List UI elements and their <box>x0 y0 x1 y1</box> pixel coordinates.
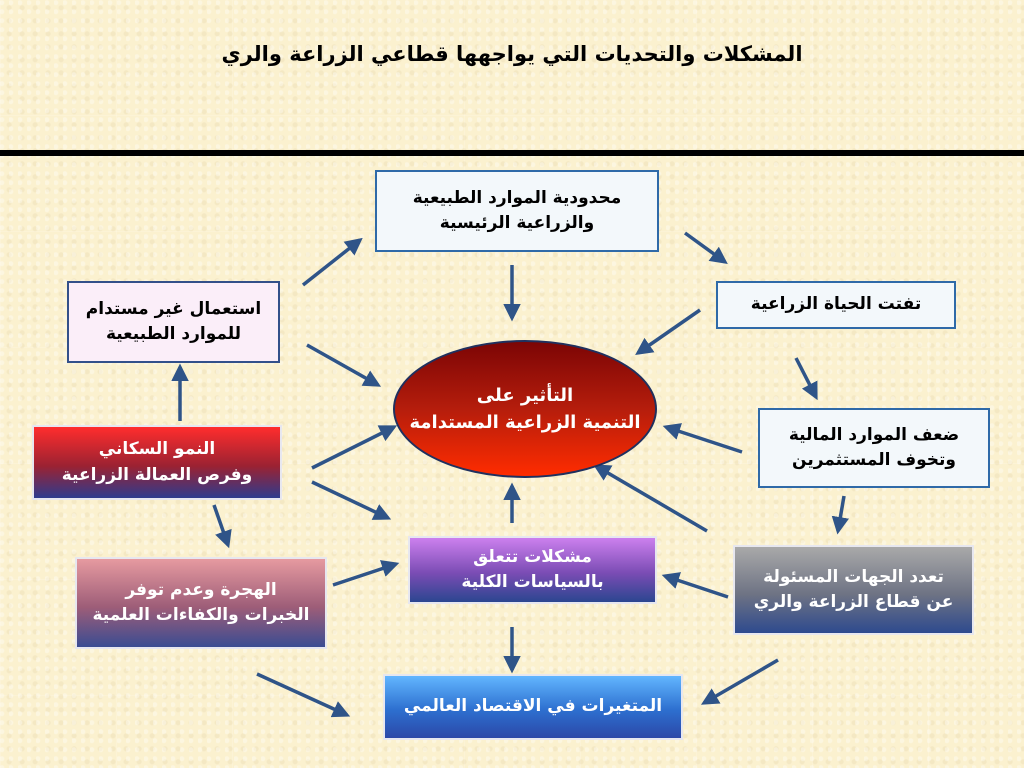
center-line: التنمية الزراعية المستدامة <box>409 412 641 433</box>
box-agri-fragmentation: تفتت الحياة الزراعية <box>716 281 956 329</box>
arrow-unsustainable-to-resources <box>301 237 363 287</box>
title-rule <box>0 150 1024 156</box>
box-line: النمو السكاني <box>98 439 216 459</box>
box-line: عن قطاع الزراعة والري <box>753 592 954 612</box>
box-multiple-authorities: تعدد الجهات المسئولة عن قطاع الزراعة وال… <box>733 545 974 635</box>
arrow-authorities-to-center <box>592 464 708 533</box>
box-migration: الهجرة وعدم توفر الخبرات والكفاءات العلم… <box>75 557 327 649</box>
box-line: محدودية الموارد الطبيعية <box>412 187 622 208</box>
box-line: الخبرات والكفاءات العلمية <box>92 605 310 625</box>
box-macro-policies: مشكلات تتعلق بالسياسات الكلية <box>408 536 657 604</box>
page-title: المشكلات والتحديات التي يواجهها قطاعي ال… <box>221 42 803 66</box>
box-line: ضعف الموارد المالية <box>788 424 960 445</box>
box-line: المتغيرات في الاقتصاد العالمي <box>403 696 663 717</box>
box-population-growth: النمو السكاني وفرص العمالة الزراعية <box>32 425 282 500</box>
arrow-resources-to-fragmentation <box>683 231 728 265</box>
arrow-financial-to-authorities <box>831 495 849 535</box>
box-unsustainable-use: استعمال غير مستدام للموارد الطبيعية <box>67 281 280 363</box>
arrow-population-to-policies <box>311 480 392 520</box>
box-financial-weakness: ضعف الموارد المالية وتخوف المستثمرين <box>758 408 990 488</box>
arrow-fragmentation-to-center <box>635 308 701 355</box>
arrow-migration-to-global <box>256 672 351 718</box>
arrow-authorities-to-global <box>700 658 779 705</box>
box-line: الهجرة وعدم توفر <box>125 579 277 600</box>
arrow-population-to-migration <box>212 504 232 549</box>
arrow-authorities-to-policies <box>661 572 729 599</box>
arrow-fragmentation-to-financial <box>794 357 818 401</box>
arrow-unsustainable-to-center <box>306 343 382 387</box>
box-line: بالسياسات الكلية <box>461 572 604 592</box>
box-line: للموارد الطبيعية <box>105 324 242 344</box>
arrow-financial-to-center <box>662 423 743 454</box>
center-sustainable-development: التأثير على التنمية الزراعية المستدامة <box>393 340 657 478</box>
box-global-economy: المتغيرات في الاقتصاد العالمي <box>383 674 683 740</box>
box-line: تفتت الحياة الزراعية <box>750 294 922 315</box>
box-line: والزراعية الرئيسية <box>439 213 595 233</box>
box-line: تعدد الجهات المسئولة <box>763 566 944 587</box>
arrow-population-to-center <box>311 425 398 470</box>
box-line: وتخوف المستثمرين <box>792 450 956 470</box>
arrow-migration-to-policies <box>332 560 400 587</box>
box-natural-resources: محدودية الموارد الطبيعية والزراعية الرئي… <box>375 170 659 252</box>
box-line: مشكلات تتعلق <box>473 546 592 567</box>
box-line: استعمال غير مستدام <box>85 298 262 319</box>
box-line: وفرص العمالة الزراعية <box>61 464 253 485</box>
center-line: التأثير على <box>476 385 574 406</box>
